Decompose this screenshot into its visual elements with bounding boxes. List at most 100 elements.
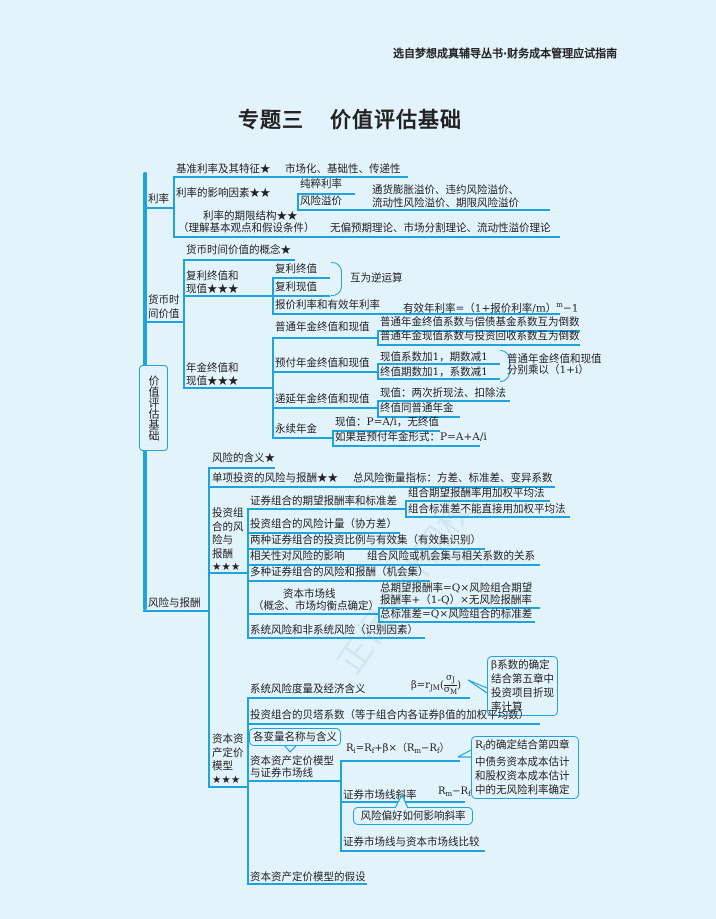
page-header: 选自梦想成真辅导丛书·财务成本管理应试指南	[393, 47, 618, 60]
callout-beta-note: β系数的确定 结合第五章中 投资项目折现 率计算	[487, 656, 558, 716]
connector-line	[247, 508, 249, 637]
node-quoted-rate: 报价利率和有效年利率	[275, 299, 380, 311]
connector-line	[405, 500, 407, 516]
callout-rf-note: Rf的确定结合第四章 中债务资本成本估计 和股权资本成本估计 中的无风险利率确定	[471, 736, 579, 799]
node-cml-1: 资本市场线	[283, 588, 336, 600]
node-capm-assume: 资本资产定价模型的假设	[250, 871, 366, 883]
formula-exp: m	[556, 301, 563, 309]
formula-part: β=r	[411, 680, 430, 691]
chapter-name: 价值评估基础	[330, 108, 462, 132]
node-due-2: 终值期数加1，系数减1	[380, 366, 488, 378]
label-line: 模型	[212, 760, 233, 772]
node-term-structure: 利率的期限结构★★	[203, 210, 298, 222]
connector-line	[378, 621, 535, 623]
node-p-measure: 投资组合的风险计量（协方差）	[250, 518, 397, 530]
formula-part: −R	[452, 786, 469, 797]
label-line: 资本资	[212, 733, 244, 745]
node-portfolio: 投资组 合的风 险与 报酬 ★★★	[212, 507, 244, 575]
branch-tvm-2: 间价值	[148, 308, 180, 320]
formula-sub: f	[482, 744, 486, 752]
slope-formula: Rm−Rf	[438, 785, 471, 801]
node-sml-slope: 证券市场线斜率	[343, 789, 417, 801]
node-model-1: 资本资产定价模型	[250, 755, 334, 767]
label-line: 报酬	[212, 547, 233, 560]
formula-sub: f	[436, 747, 440, 755]
branch-rate: 利率	[148, 193, 169, 205]
label-line: 合的风	[212, 520, 244, 533]
formula-part: σ	[443, 685, 450, 695]
callout-line: Rf的确定结合第四章	[475, 738, 575, 755]
formula-part: ）	[439, 743, 450, 754]
connector-line	[208, 486, 555, 488]
node-ordinary: 普通年金终值和现值	[275, 321, 370, 333]
formula-sub: m	[445, 790, 453, 798]
formula-text: 有效年利率=（1+报价利率/m）	[403, 302, 557, 315]
callout-pointer	[394, 793, 409, 809]
node-due-note-1: 普通年金终值和现值	[507, 353, 602, 365]
connector-line	[377, 344, 580, 346]
node-ordinary-2: 普通年金现值系数与投资回收系数互为倒数	[380, 330, 580, 342]
node-port-beta: 投资组合的贝塔系数（等于组合内各证券β值的加权平均数）	[250, 709, 530, 721]
formula-part: R	[475, 739, 483, 751]
connector-line	[378, 607, 380, 621]
connector-line	[143, 610, 208, 612]
node-perpetual-2: 如果是预付年金形式：P=A+A/i	[335, 431, 487, 443]
connector-line	[143, 207, 173, 209]
connector-line	[247, 508, 405, 510]
branch-tvm-1: 货币时	[148, 294, 180, 306]
callout-line: 结合第五章中	[491, 673, 554, 685]
connector-line	[340, 850, 485, 852]
node-effective-formula: 有效年利率=（1+报价利率/m）m−1	[403, 298, 578, 316]
connector-line	[272, 407, 377, 409]
formula-sub: f	[468, 790, 471, 798]
connector-line	[340, 760, 342, 850]
formula-sub: i	[353, 747, 356, 755]
node-p-corr: 相关性对风险的影响	[250, 550, 345, 562]
connector-line	[272, 437, 332, 439]
formula-part: −R	[421, 743, 437, 754]
node-tvm-concept: 货币时间价值的概念★	[186, 244, 291, 256]
connector-line	[332, 430, 334, 445]
node-due: 预付年金终值和现值	[275, 357, 370, 369]
connector-line	[247, 548, 485, 550]
connector-line	[272, 371, 377, 373]
node-perpetual: 永续年金	[275, 423, 317, 435]
connector-line	[208, 572, 247, 574]
callout-line: 中债务资本成本估计	[475, 756, 570, 768]
node-p-multi: 多种证券组合的风险和报酬（机会集）	[250, 566, 429, 578]
node-annuity-2: 现值★★★	[186, 375, 239, 387]
callout-line: β系数的确定	[491, 659, 550, 671]
node-due-1: 现值系数加1，期数减1	[380, 351, 488, 363]
node-deferred-2: 终值同普通年金	[380, 402, 454, 414]
connector-line	[272, 313, 560, 315]
node-perpetual-1: 现值：P=A/i，无终值	[335, 416, 439, 428]
connector-line	[247, 613, 378, 615]
connector-line	[377, 363, 379, 378]
connector-line	[272, 295, 330, 297]
node-c-sys: 系统风险度量及经济含义	[250, 683, 366, 695]
connector-line	[247, 637, 425, 639]
connector-line	[183, 387, 272, 389]
label-line: ★★★	[212, 561, 241, 573]
node-pure-rate: 纯粹利率	[300, 178, 342, 190]
label-line: ★★★	[212, 773, 241, 786]
connector-line	[332, 445, 480, 447]
label-line: 投资组	[212, 507, 244, 519]
connector-line	[183, 295, 272, 297]
formula-tail: −1	[562, 302, 579, 315]
node-deferred: 递延年金终值和现值	[275, 393, 370, 405]
connector-line	[332, 430, 440, 432]
connector-line	[183, 259, 295, 261]
connector-line	[272, 337, 377, 339]
node-premium-1: 通货膨胀溢价、违约风险溢价、	[372, 184, 519, 196]
node-annuity-1: 年金终值和	[186, 362, 239, 374]
connector-line	[208, 467, 210, 786]
node-compound-1: 复利终值和	[186, 270, 239, 282]
connector-line	[272, 277, 274, 313]
node-compound-2: 现值★★★	[186, 283, 239, 295]
node-base-rate-desc: 市场化、基础性、传递性	[285, 163, 401, 175]
connector-line	[173, 176, 175, 236]
node-p-corr-desc: 组合风险或机会集与相关系数的关系	[367, 550, 535, 562]
